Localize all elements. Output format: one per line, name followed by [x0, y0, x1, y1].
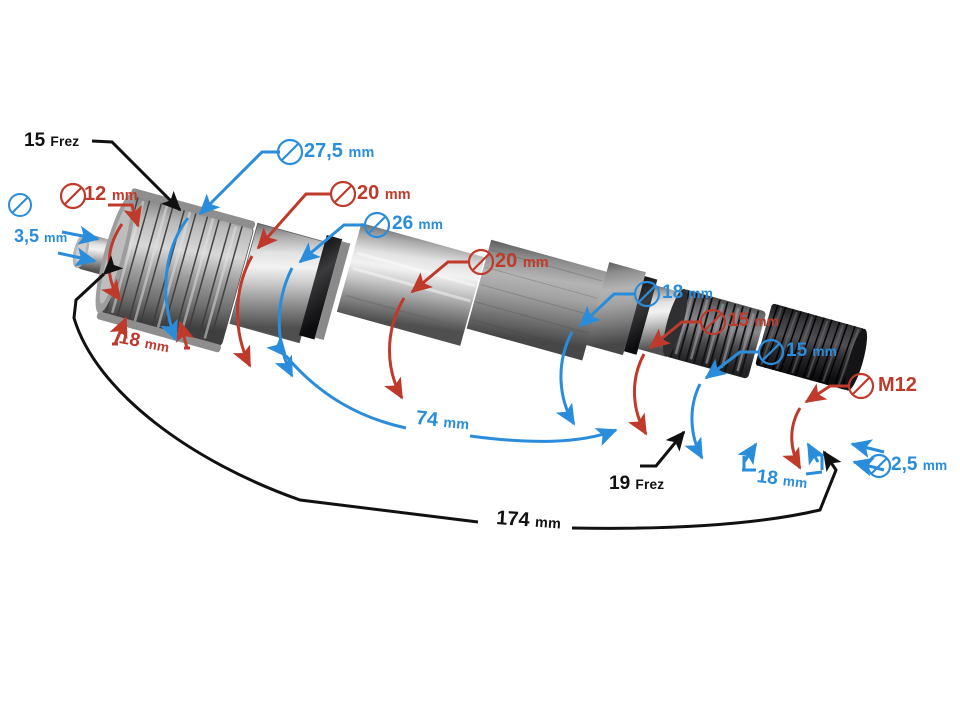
dim-18mm-thread	[742, 444, 822, 476]
label-thread-m12: M12	[878, 374, 917, 396]
dia-icon-3-5	[8, 193, 32, 217]
leader-dia20-mid	[384, 260, 469, 400]
label-len-74: 74 mm	[414, 407, 471, 434]
leader-dia15-red	[628, 320, 700, 436]
leader-3-5mm	[57, 225, 100, 267]
dia-icon-18	[633, 280, 661, 308]
label-dia-26: 26 mm	[392, 213, 444, 234]
leader-dia18	[555, 292, 634, 426]
dia-icon-15-blue	[757, 338, 785, 366]
label-len-174: 174 mm	[495, 507, 562, 533]
label-dia-18: 18 mm	[662, 282, 714, 303]
label-spline-count: 19 Frez	[609, 473, 665, 494]
leader-dia27-5	[159, 150, 280, 342]
leader-15-frez	[91, 139, 182, 212]
leader-19-frez	[640, 430, 686, 468]
label-dia-20-collar: 20 mm	[357, 182, 411, 204]
leader-dia15-blue	[684, 350, 758, 460]
label-dia-27-5: 27,5 mm	[304, 140, 375, 162]
dia-icon-20-collar	[329, 180, 357, 208]
dim-18mm-gear	[112, 318, 190, 350]
dia-icon-12	[59, 182, 87, 210]
label-dia-3-5: 3,5 mm	[14, 226, 68, 246]
dia-icon-26	[363, 211, 391, 239]
label-dia-12: 12 mm	[84, 183, 138, 205]
dia-icon-15-red	[699, 308, 727, 336]
dia-icon-27-5	[276, 138, 304, 166]
shaft-illustration	[72, 188, 868, 391]
leader-dia26	[274, 223, 364, 378]
label-dia-20-mid: 20 mm	[495, 250, 549, 272]
label-gear-teeth-count: 15 Frez	[24, 130, 80, 151]
label-dia-2-5: 2,5 mm	[891, 454, 948, 475]
dia-icon-20-mid	[467, 248, 495, 276]
label-dia-15-red: 15 mm	[728, 310, 780, 331]
dia-icon-m12	[847, 372, 875, 400]
dim-174mm	[72, 255, 842, 530]
dim-74mm	[266, 335, 618, 446]
leader-dia20-collar	[232, 192, 330, 368]
thread-section	[755, 303, 868, 391]
label-dia-15-blue: 15 mm	[786, 340, 838, 361]
leader-m12	[782, 383, 848, 470]
dia-icon-2-5	[866, 453, 892, 479]
